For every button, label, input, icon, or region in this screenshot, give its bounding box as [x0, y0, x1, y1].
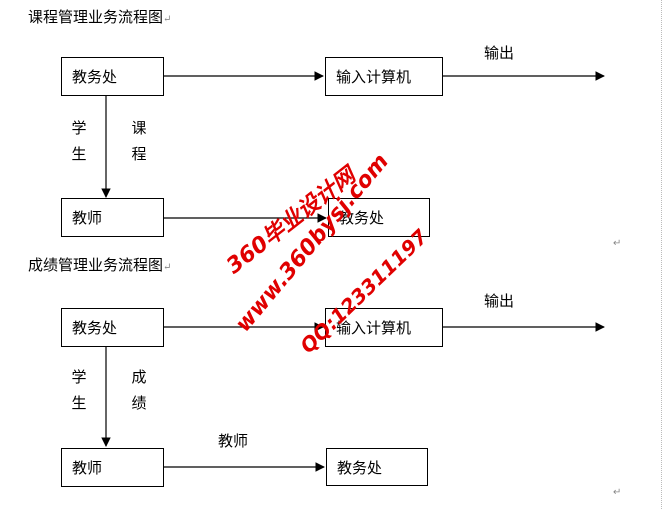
- diagram1-title: 课程管理业务流程图↵: [28, 8, 172, 26]
- label2-grade-char-1: 成: [131, 368, 147, 386]
- box-input-computer: 输入计算机: [325, 57, 443, 96]
- box-jiaowuchu: 教务处: [61, 57, 164, 96]
- label2-student-char-2: 生: [71, 394, 87, 412]
- box2-jiaowuchu: 教务处: [61, 308, 164, 347]
- label-student-char-2: 生: [71, 145, 87, 163]
- label-output: 输出: [484, 44, 515, 62]
- label2-output: 输出: [484, 292, 515, 310]
- label-student-char-1: 学: [71, 119, 87, 137]
- box-jiaoshi: 教师: [61, 198, 164, 237]
- diagram2-title: 成绩管理业务流程图↵: [28, 256, 172, 274]
- paragraph-mark-icon: ↵: [613, 487, 622, 498]
- paragraph-mark-icon: ↵: [163, 262, 172, 273]
- box-jiaowuchu-2: 教务处: [328, 198, 430, 237]
- label2-student-char-1: 学: [71, 368, 87, 386]
- box2-jiaoshi: 教师: [61, 448, 164, 487]
- paragraph-mark-icon: ↵: [163, 14, 172, 25]
- margin-guide-line: [661, 0, 662, 509]
- box2-jiaowuchu-2: 教务处: [326, 448, 428, 486]
- box2-input-computer: 输入计算机: [325, 308, 443, 347]
- label2-teacher: 教师: [218, 432, 249, 450]
- paragraph-mark-icon: ↵: [613, 238, 622, 249]
- label-course-char-1: 课: [131, 119, 147, 137]
- label-course-char-2: 程: [131, 145, 147, 163]
- label2-grade-char-2: 绩: [131, 394, 147, 412]
